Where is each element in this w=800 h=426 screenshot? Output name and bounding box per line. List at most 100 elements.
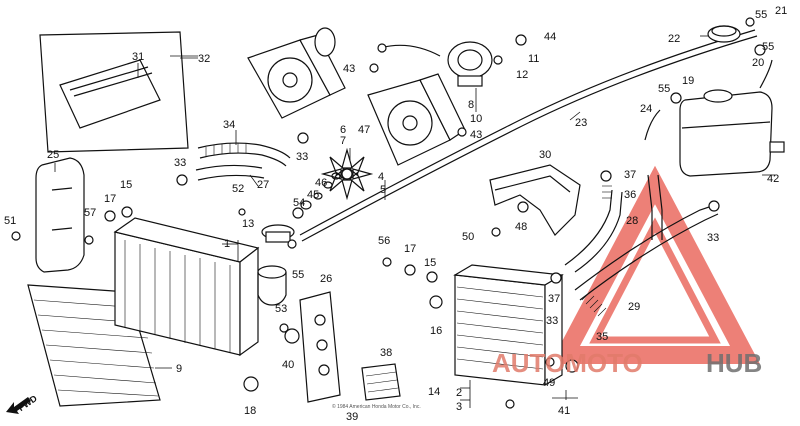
part-label-9: 9 — [176, 363, 182, 375]
part-label-46: 46 — [315, 177, 327, 189]
part-label-37a: 37 — [624, 169, 636, 181]
part-7-fan-blade — [320, 147, 374, 201]
part-label-51: 51 — [4, 215, 16, 227]
part-19-reservoir-tank — [679, 59, 773, 177]
part-4-fan-shroud — [367, 73, 466, 166]
part-30-bracket — [489, 164, 581, 236]
part-label-30: 30 — [539, 149, 551, 161]
part-54-radiator-cap — [261, 224, 295, 243]
part-label-37b: 37 — [548, 293, 560, 305]
part-label-19: 19 — [682, 75, 694, 87]
part-label-23: 23 — [575, 117, 587, 129]
part-28-29-hoses — [564, 109, 719, 301]
part-26-mount-plate — [299, 291, 341, 403]
part-label-53: 53 — [275, 303, 287, 315]
part-label-43a: 43 — [343, 63, 355, 75]
part-42-label — [769, 141, 785, 153]
part-label-47: 47 — [358, 124, 370, 136]
part-label-50: 50 — [462, 231, 474, 243]
part-31-32-kit — [39, 31, 198, 153]
part-label-3: 3 — [456, 401, 462, 413]
radiator-filler-neck — [257, 265, 287, 306]
part-label-21: 21 — [775, 5, 787, 17]
part-label-7: 7 — [340, 135, 346, 147]
part-label-33c: 33 — [707, 232, 719, 244]
part-3-right-radiator — [453, 264, 564, 387]
part-8-fan-motor — [377, 41, 493, 100]
part-label-57: 57 — [84, 207, 96, 219]
svg-text:FWD: FWD — [16, 393, 39, 413]
part-label-20: 20 — [752, 57, 764, 69]
part-label-4: 4 — [378, 171, 384, 183]
part-38-plate — [361, 363, 401, 401]
part-label-6: 6 — [340, 124, 346, 136]
part-label-55b: 55 — [755, 9, 767, 21]
part-label-44: 44 — [544, 31, 556, 43]
part-label-55c: 55 — [762, 41, 774, 53]
part-label-42: 42 — [767, 173, 779, 185]
part-label-52: 52 — [232, 183, 244, 195]
part-label-56: 56 — [378, 235, 390, 247]
part-label-24: 24 — [640, 103, 652, 115]
part-label-14: 14 — [428, 386, 440, 398]
part-label-27: 27 — [257, 179, 269, 191]
part-label-25: 25 — [47, 149, 59, 161]
part-label-33d: 33 — [546, 315, 558, 327]
svg-text:AUTOMOTO: AUTOMOTO — [492, 348, 643, 378]
part-label-12: 12 — [516, 69, 528, 81]
part-label-43b: 43 — [470, 129, 482, 141]
upper-fan-shroud — [247, 27, 346, 119]
part-label-39: 39 — [346, 411, 358, 423]
part-label-10: 10 — [470, 113, 482, 125]
small-fasteners — [11, 17, 766, 409]
part-label-55a: 55 — [292, 269, 304, 281]
part-label-18: 18 — [244, 405, 256, 417]
part-label-22: 22 — [668, 33, 680, 45]
part-1-radiator — [113, 217, 260, 357]
part-label-15b: 15 — [424, 257, 436, 269]
part-label-15: 15 — [120, 179, 132, 191]
watermark-logo — [550, 165, 760, 364]
part-label-5: 5 — [380, 184, 386, 196]
part-labels: 51 25 57 17 15 31 32 34 33 27 52 13 1 54… — [4, 5, 787, 423]
parts-35-36-springs — [581, 185, 612, 317]
watermark-text: AUTOMOTO HUB — [492, 348, 762, 378]
part-label-36: 36 — [624, 189, 636, 201]
part-label-8: 8 — [468, 99, 474, 111]
part-label-11: 11 — [528, 53, 539, 65]
part-label-55d: 55 — [658, 83, 670, 95]
part-label-41: 41 — [558, 405, 570, 417]
part-label-16: 16 — [430, 325, 442, 337]
part-label-28: 28 — [626, 215, 638, 227]
part-label-48: 48 — [515, 221, 527, 233]
svg-text:HUB: HUB — [706, 348, 762, 378]
part-label-29: 29 — [628, 301, 640, 313]
part-label-38: 38 — [380, 347, 392, 359]
part-34-27-hose — [195, 130, 291, 187]
leader-lines — [170, 35, 775, 408]
part-label-1: 1 — [224, 238, 230, 250]
part-23-hose — [299, 29, 758, 242]
part-label-17b: 17 — [404, 243, 416, 255]
part-label-32: 32 — [198, 53, 210, 65]
part-label-45: 45 — [307, 189, 319, 201]
part-22-reservoir-cap — [707, 25, 741, 43]
fwd-direction-marker: FWD — [6, 393, 39, 414]
part-label-33a: 33 — [174, 157, 186, 169]
part-label-26: 26 — [320, 273, 332, 285]
part-label-49: 49 — [543, 377, 555, 389]
part-label-34: 34 — [223, 119, 235, 131]
part-label-33b: 33 — [296, 151, 308, 163]
part-label-40: 40 — [282, 359, 294, 371]
part-label-31: 31 — [132, 51, 144, 63]
parts-45-46-47-washers — [300, 172, 341, 210]
part-label-54: 54 — [293, 197, 305, 209]
copyright-note: © 1984 American Honda Motor Co., Inc. — [332, 403, 421, 410]
part-25-side-cover — [35, 157, 85, 273]
part-label-13: 13 — [242, 218, 254, 230]
part-label-35: 35 — [596, 331, 608, 343]
part-label-2: 2 — [456, 387, 462, 399]
part-label-17: 17 — [104, 193, 116, 205]
